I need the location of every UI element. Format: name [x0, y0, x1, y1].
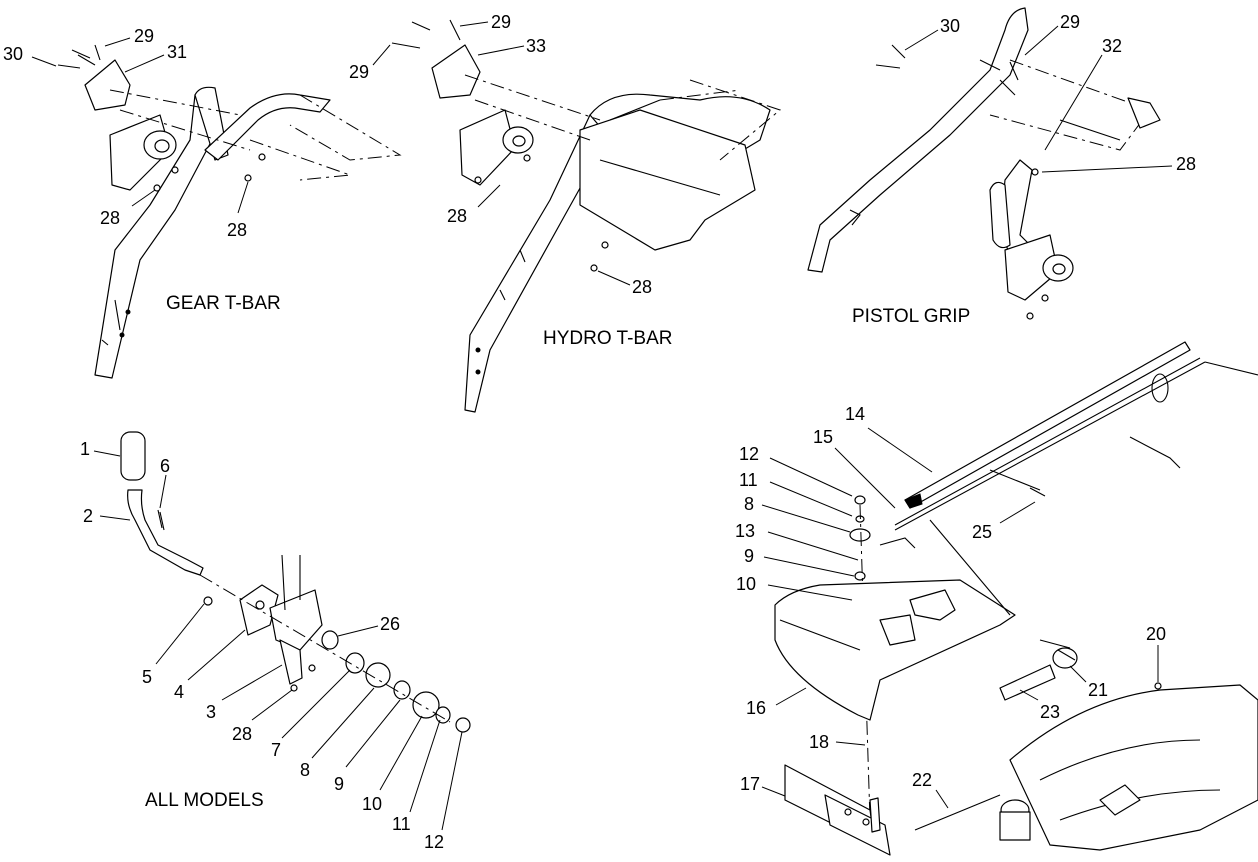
callout-pistol-29: 29 [1060, 12, 1080, 32]
pistol-grip-callouts: 30 29 32 28 PISTOL GRIP [852, 12, 1196, 327]
callout-deck-13: 13 [735, 521, 755, 541]
callout-all-28: 28 [232, 724, 252, 744]
callout-all-8: 8 [300, 760, 310, 780]
callout-all-10: 10 [362, 794, 382, 814]
callout-pistol-32: 32 [1102, 36, 1122, 56]
callout-deck-20: 20 [1146, 624, 1166, 644]
callout-all-3: 3 [206, 702, 216, 722]
gear-tbar-callouts: 30 29 31 28 28 GEAR T-BAR [3, 26, 281, 314]
all-models-assembly [120, 431, 471, 733]
callout-hydro-28b: 28 [632, 277, 652, 297]
callout-all-12: 12 [424, 832, 444, 852]
callout-deck-25: 25 [972, 522, 992, 542]
callout-deck-18: 18 [809, 732, 829, 752]
hydro-tbar-assembly [391, 19, 782, 413]
callout-pistol-30: 30 [940, 16, 960, 36]
callout-all-1: 1 [80, 439, 90, 459]
callout-deck-23: 23 [1040, 702, 1060, 722]
callout-deck-9: 9 [744, 546, 754, 566]
callout-gear-29: 29 [134, 26, 154, 46]
deck-callouts: 14 15 12 11 8 13 9 10 25 16 21 20 23 18 … [735, 404, 1166, 809]
callout-gear-31: 31 [167, 42, 187, 62]
all-models-callouts: 1 6 2 5 4 3 28 26 7 8 9 10 11 12 ALL MOD… [80, 439, 463, 852]
callout-hydro-28a: 28 [447, 206, 467, 226]
callout-gear-30: 30 [3, 44, 23, 64]
callout-gear-28a: 28 [100, 208, 120, 228]
callout-deck-17: 17 [740, 774, 760, 794]
callout-all-4: 4 [174, 682, 184, 702]
callout-hydro-29a: 29 [349, 62, 369, 82]
callout-all-2: 2 [83, 506, 93, 526]
callout-gear-28b: 28 [227, 220, 247, 240]
callout-hydro-29b: 29 [491, 12, 511, 32]
callout-deck-8: 8 [744, 494, 754, 514]
callout-pistol-28: 28 [1176, 154, 1196, 174]
pistol-grip-assembly [807, 7, 1161, 320]
callout-deck-16: 16 [746, 698, 766, 718]
callout-deck-12: 12 [739, 444, 759, 464]
gear-tbar-assembly [57, 44, 402, 379]
callout-deck-10: 10 [736, 574, 756, 594]
callout-all-26: 26 [380, 614, 400, 634]
deck-assembly [774, 341, 1258, 856]
callout-deck-15: 15 [813, 427, 833, 447]
callout-all-7: 7 [271, 740, 281, 760]
caption-gear-tbar: GEAR T-BAR [166, 293, 281, 314]
callout-all-6: 6 [160, 456, 170, 476]
callout-deck-11: 11 [739, 470, 758, 490]
caption-pistol-grip: PISTOL GRIP [852, 306, 970, 327]
callout-all-11: 11 [392, 814, 411, 834]
callout-hydro-33: 33 [526, 36, 546, 56]
hydro-tbar-callouts: 29 29 33 28 28 HYDRO T-BAR [349, 12, 673, 349]
callout-deck-22: 22 [912, 770, 932, 790]
callout-deck-14: 14 [845, 404, 865, 424]
callout-deck-21: 21 [1088, 680, 1108, 700]
callout-all-9: 9 [334, 774, 344, 794]
caption-all-models: ALL MODELS [145, 790, 264, 811]
callout-all-5: 5 [142, 667, 152, 687]
caption-hydro-tbar: HYDRO T-BAR [543, 328, 673, 349]
